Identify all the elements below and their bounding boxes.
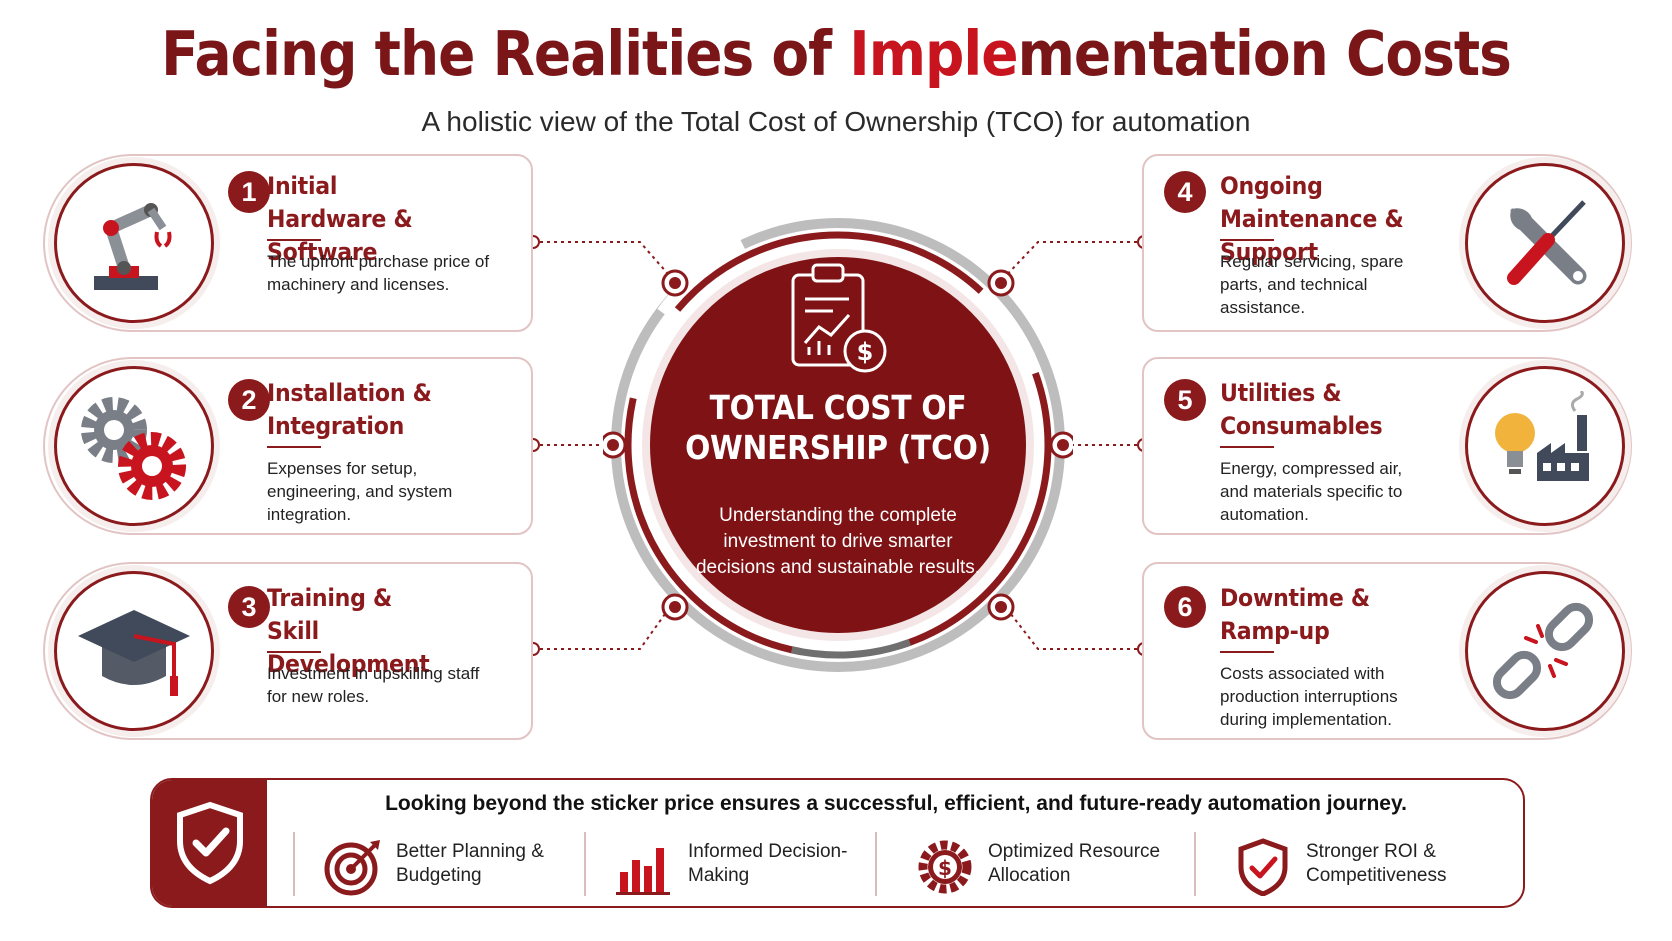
cost-title-1: Initial Hardware & Software: [267, 172, 413, 266]
shield-check-icon: [1238, 838, 1288, 896]
cost-description-6: Costs associated with production interru…: [1220, 664, 1398, 729]
benefit-1: Better Planning & Budgeting: [324, 832, 564, 902]
bar-chart-icon: [616, 848, 670, 895]
icon-circle-6: [1465, 571, 1625, 731]
cost-title-6: Downtime & Ramp-up: [1220, 584, 1370, 645]
cost-card-3: 3 Training & Skill Development Investmen…: [43, 562, 533, 740]
footer-divider-2: [584, 832, 586, 896]
cost-rule-6: [1220, 651, 1274, 653]
benefit-3: $ Optimized Resource Allocation: [916, 832, 1196, 902]
cost-rule-2: [267, 446, 321, 448]
cost-title-3: Training & Skill Development: [267, 584, 430, 678]
footer-divider-3: [875, 832, 877, 896]
dollar-gear-icon: $: [918, 840, 972, 894]
target-icon: [324, 840, 380, 896]
cost-number-3: 3: [228, 586, 270, 628]
connector-6: [999, 599, 1144, 650]
cost-rule-5: [1220, 446, 1274, 448]
page-subtitle: A holistic view of the Total Cost of Own…: [421, 106, 1251, 137]
title-text-accent: Imple: [849, 18, 1018, 90]
cost-number-6: 6: [1164, 586, 1206, 628]
cost-rule-3: [267, 651, 321, 653]
cost-card-1: 1 Initial Hardware & Software The upfron…: [43, 154, 533, 332]
connector-4: [999, 241, 1144, 283]
broken-chain-icon: [1492, 602, 1594, 700]
icon-circle-5: [1465, 366, 1625, 526]
cost-card-2: 2 Installation & Integration Expenses fo…: [43, 357, 533, 535]
clipboard-chart-dollar-icon: [791, 263, 887, 373]
footer-message: Looking beyond the sticker price ensures…: [385, 792, 1407, 815]
shield-check-icon: [176, 801, 243, 885]
benefit-label-2: Informed Decision-Making: [688, 841, 848, 886]
wrench-screwdriver-icon: [1507, 200, 1587, 285]
lightbulb-factory-icon: [1495, 391, 1589, 481]
cost-title-2: Installation & Integration: [267, 379, 432, 440]
cost-description-3: Investment in upskilling staff for new r…: [267, 664, 480, 706]
title-text-1: Facing the Realities of: [161, 18, 850, 90]
icon-circle-3: [54, 571, 214, 731]
cost-number-5: 5: [1164, 379, 1206, 421]
cost-number-1: 1: [228, 171, 270, 213]
icon-circle-2: [54, 366, 214, 526]
cost-card-4: 4 Ongoing Maintenance & Support Regular …: [1142, 154, 1632, 332]
cost-rule-4: [1220, 239, 1274, 241]
svg-text:$: $: [938, 856, 952, 880]
benefit-label-4: Stronger ROI & Competitiveness: [1306, 841, 1447, 886]
page-title: Facing the Realities of Implementation C…: [0, 18, 1672, 90]
center-description: Understanding the complete investment to…: [695, 505, 981, 578]
benefit-label-3: Optimized Resource Allocation: [988, 841, 1161, 886]
center-title: TOTAL COST OF OWNERSHIP (TCO): [685, 388, 991, 467]
cost-card-5: 5 Utilities & Consumables Energy, compre…: [1142, 357, 1632, 535]
cost-number-2: 2: [228, 379, 270, 421]
cost-number-4: 4: [1164, 171, 1206, 213]
connector-1: [533, 241, 676, 283]
icon-circle-4: [1465, 163, 1625, 323]
cost-rule-1: [267, 239, 321, 241]
icon-circle-1: [54, 163, 214, 323]
footer-divider-4: [1194, 832, 1196, 896]
gears-icon: [81, 397, 186, 500]
title-text-2: mentation Costs: [1017, 18, 1512, 90]
cost-description-2: Expenses for setup, engineering, and sys…: [267, 459, 453, 524]
graduation-cap-icon: [78, 610, 190, 696]
svg-text:$: $: [857, 338, 874, 366]
connector-3: [533, 599, 676, 650]
footer-banner: Looking beyond the sticker price ensures…: [150, 778, 1525, 908]
robot-arm-icon: [94, 203, 172, 290]
footer-badge: [152, 780, 267, 906]
benefit-label-1: Better Planning & Budgeting: [396, 841, 544, 886]
cost-card-6: 6 Downtime & Ramp-up Costs associated wi…: [1142, 562, 1632, 740]
cost-description-4: Regular servicing, spare parts, and tech…: [1220, 252, 1404, 317]
benefit-2: Informed Decision-Making: [616, 832, 866, 902]
cost-description-5: Energy, compressed air, and materials sp…: [1220, 459, 1403, 524]
center-circle: [650, 257, 1026, 633]
benefit-4: Stronger ROI & Competitiveness: [1234, 832, 1494, 902]
center-hub: $: [603, 218, 1073, 672]
cost-description-1: The upfront purchase price of machinery …: [267, 252, 490, 294]
footer-divider-1: [293, 832, 295, 896]
cost-title-5: Utilities & Consumables: [1220, 379, 1383, 440]
cost-title-4: Ongoing Maintenance & Support: [1220, 172, 1404, 266]
